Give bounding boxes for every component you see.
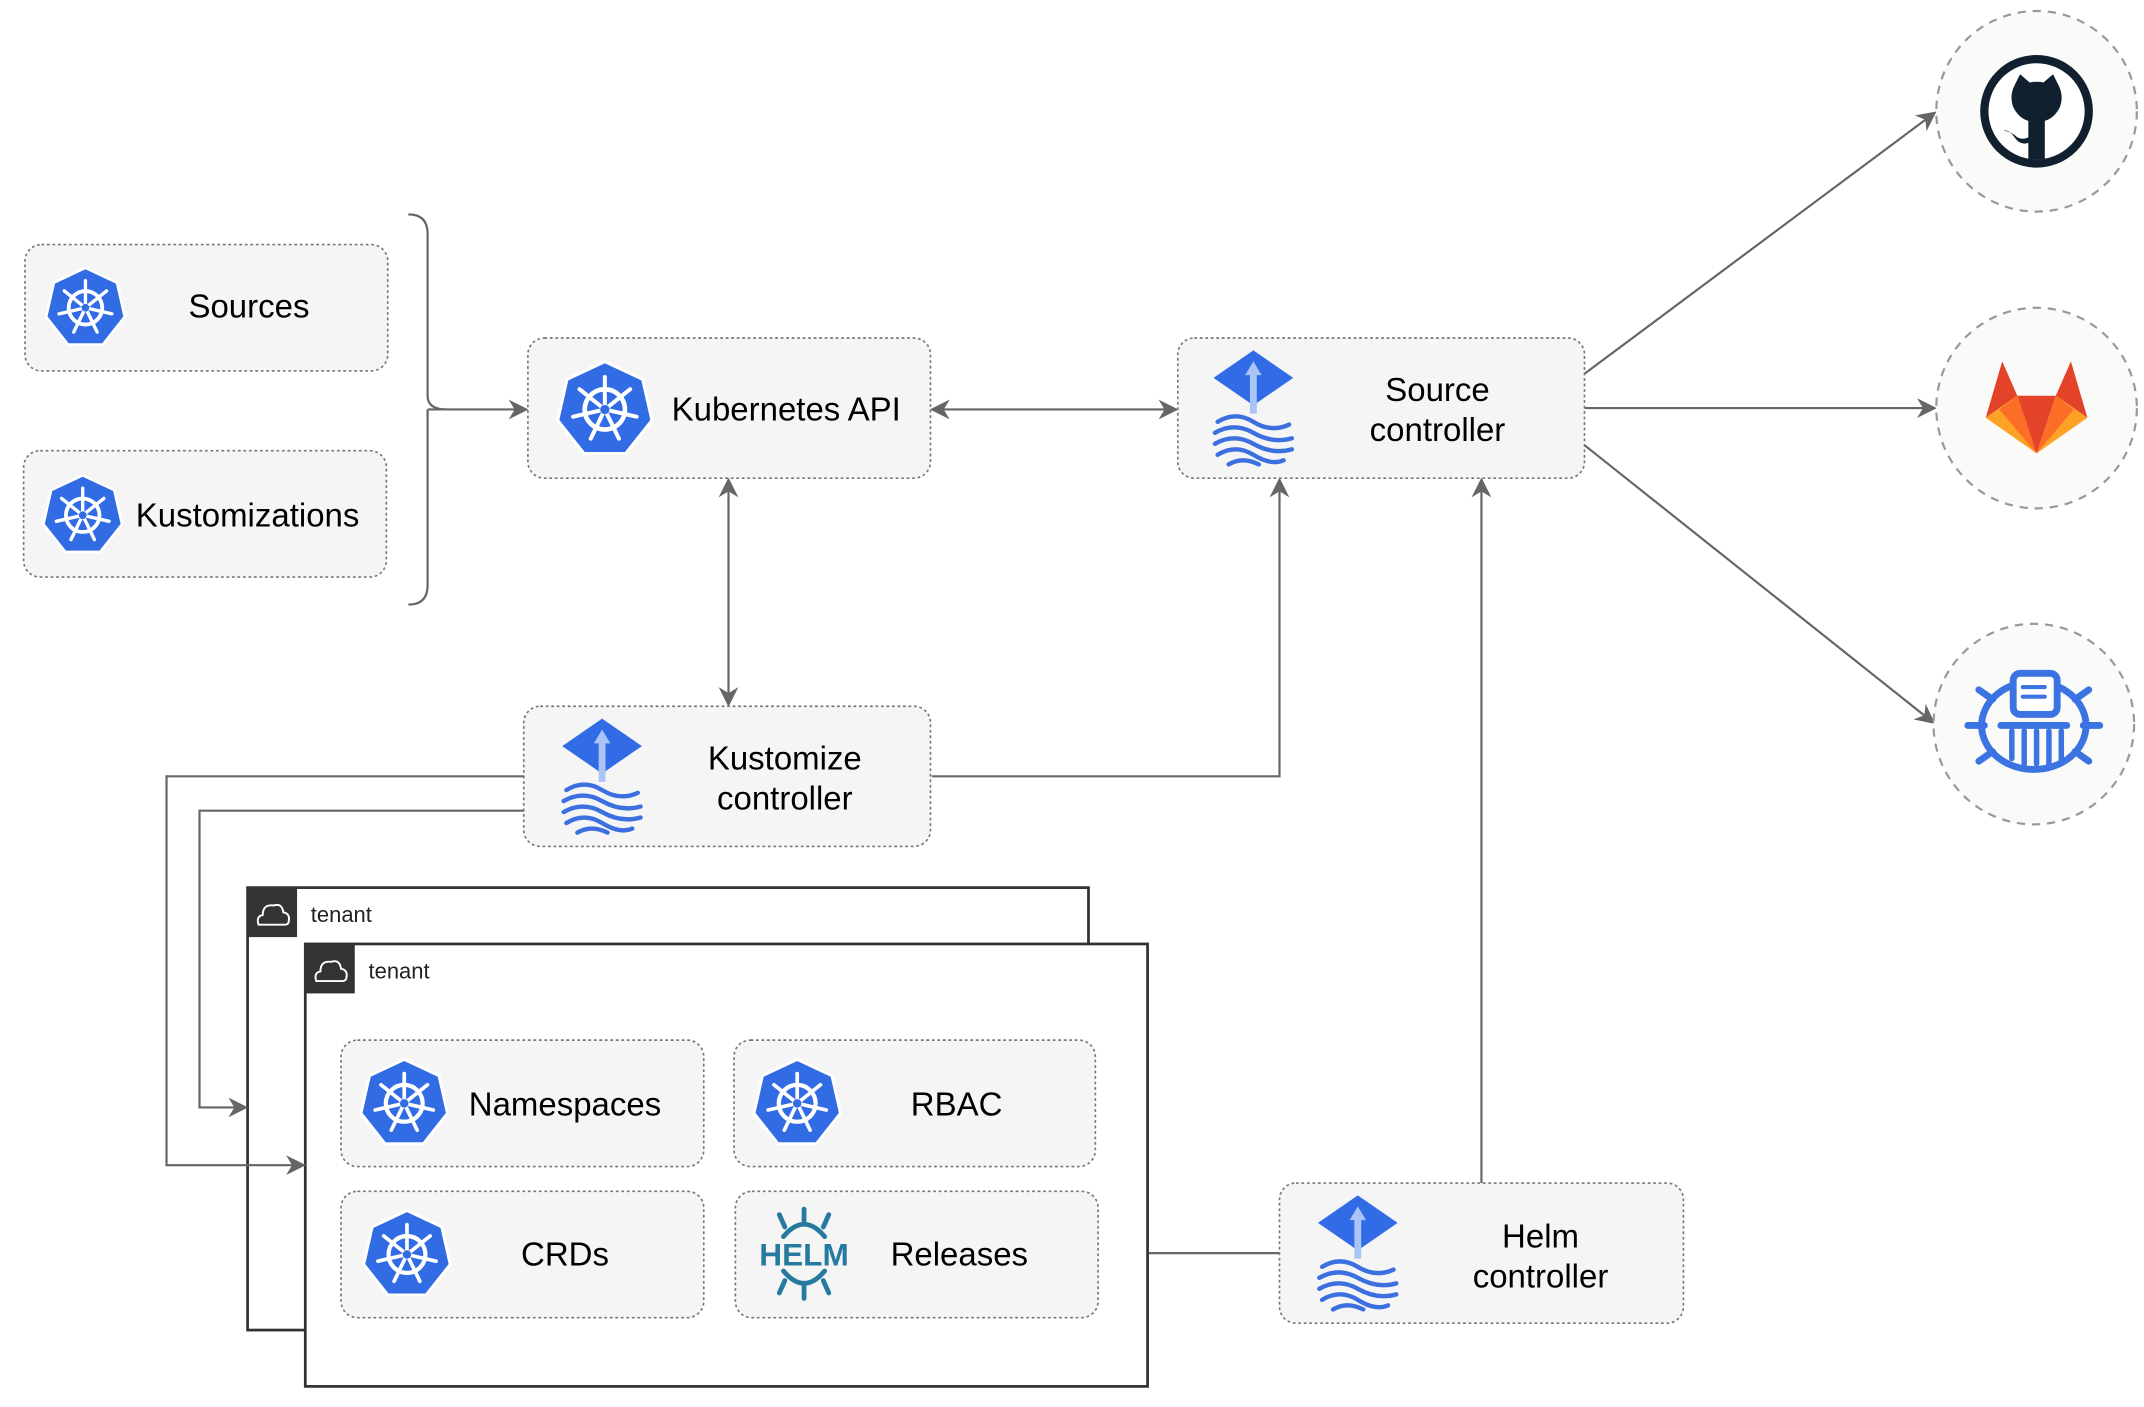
cloud-icon [256,903,290,926]
source-controller-node[interactable]: Source controller [1176,337,1586,479]
edge-source-github [1583,111,1937,375]
cloud-icon [314,960,348,983]
brace [408,213,447,606]
helm-controller-node[interactable]: Helm controller [1278,1182,1685,1325]
edge-kustomize-tenant-back [198,809,524,1118]
source-controller-label-1: Source [1385,371,1489,408]
github-node[interactable] [1935,9,2138,213]
kubernetes-icon [41,474,124,554]
kubernetes-icon [361,1059,447,1143]
helm-controller-label-2: controller [1473,1257,1609,1294]
kubernetes-api-label: Kubernetes API [672,390,901,427]
sources-label: Sources [188,287,309,324]
rbac-node[interactable]: RBAC [733,1039,1097,1168]
tenant-label: tenant [369,958,430,983]
edge-kustomize-source [931,477,1290,778]
releases-node[interactable]: HELM Releases [734,1190,1099,1319]
gitlab-node[interactable] [1935,306,2138,510]
namespaces-node[interactable]: Namespaces [340,1039,705,1168]
gitlab-icon [1985,361,2088,454]
kustomizations-node[interactable]: Kustomizations [22,449,388,578]
github-icon [1980,54,2093,168]
kubernetes-icon [558,362,652,454]
kubernetes-icon [754,1059,840,1143]
tenant-label: tenant [311,902,372,927]
crds-label: CRDs [521,1235,609,1272]
kubernetes-icon [364,1211,450,1295]
source-controller-label-2: controller [1370,411,1506,448]
namespaces-label: Namespaces [469,1086,661,1123]
tenant-header-block [305,943,355,994]
kustomize-controller-label-1: Kustomize [708,739,862,776]
edge-kustomize-tenant-front [165,775,524,1176]
rbac-label: RBAC [911,1086,1003,1123]
helm-logo-text: HELM [759,1236,849,1272]
bucket-node[interactable] [1932,622,2136,826]
kustomize-controller-label-2: controller [717,779,853,816]
helm-icon: HELM [759,1206,849,1301]
helm-controller-label-1: Helm [1502,1218,1579,1255]
releases-label: Releases [891,1235,1028,1272]
edge-source-bucket [1583,444,1936,724]
sources-node[interactable]: Sources [24,243,389,372]
kustomize-controller-node[interactable]: Kustomize controller [522,705,932,848]
kubernetes-api-node[interactable]: Kubernetes API [527,337,932,479]
kustomizations-label: Kustomizations [136,496,360,533]
kubernetes-icon [44,266,127,347]
crds-node[interactable]: CRDs [340,1190,705,1319]
bucket-icon [1964,669,2104,773]
tenant-header-block [247,887,298,938]
